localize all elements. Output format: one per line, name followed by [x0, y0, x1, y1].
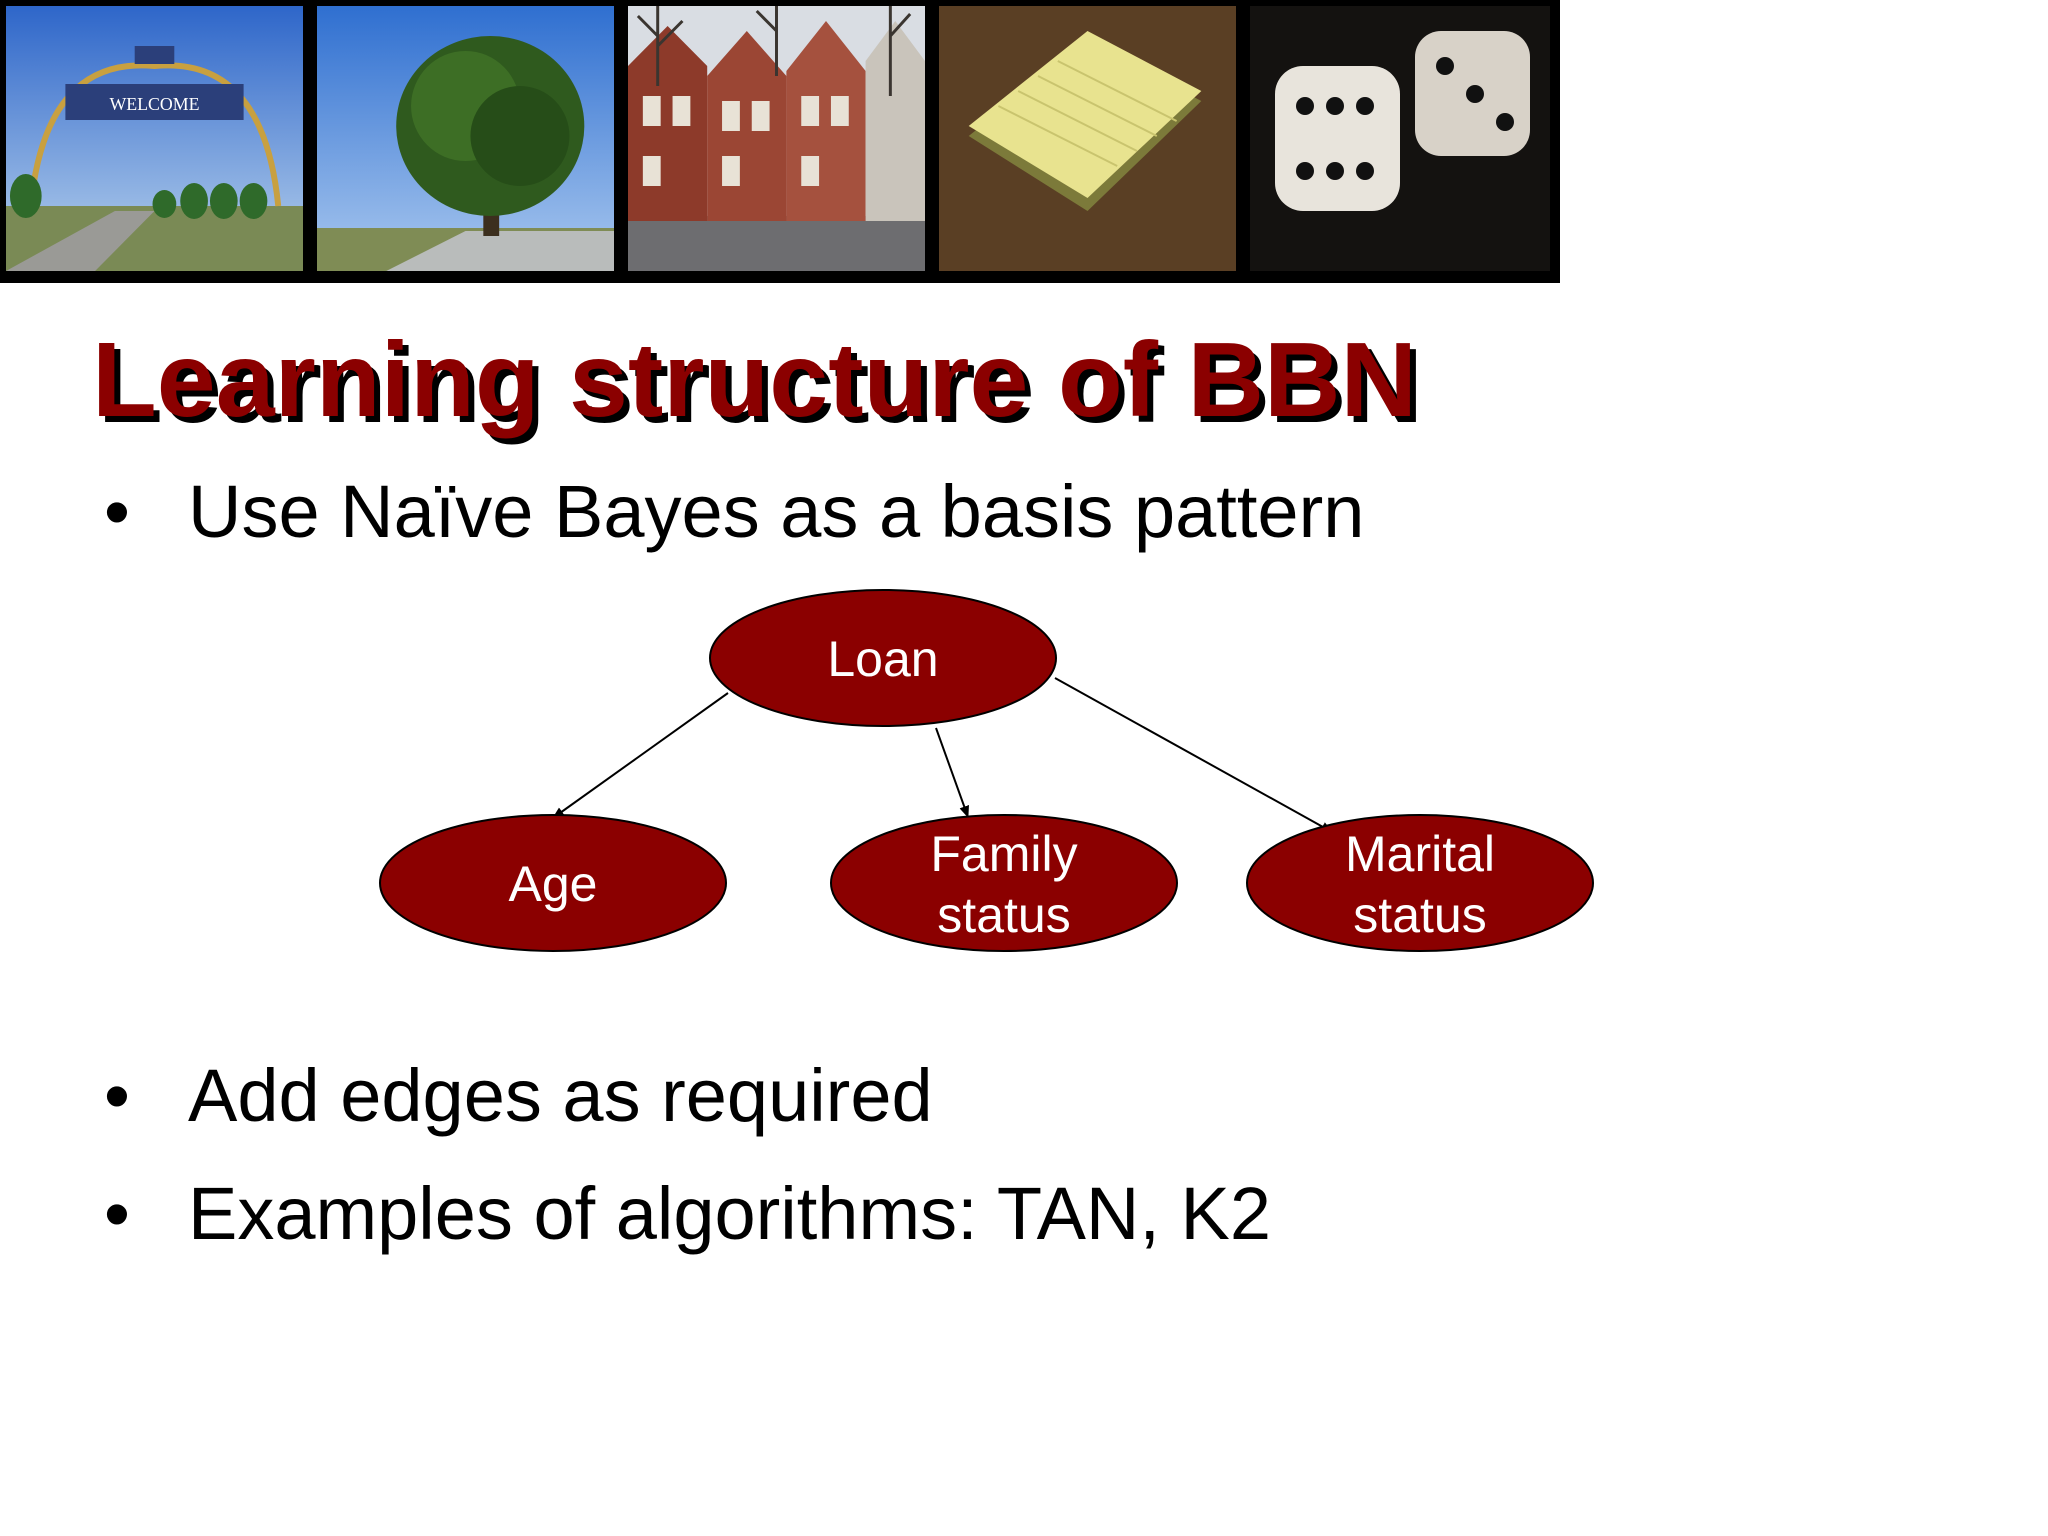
node-age: Age: [379, 814, 727, 952]
node-marital-status-line1: Marital: [1345, 826, 1495, 882]
bullet-add-edges: • Add edges as required: [104, 1054, 933, 1138]
bullet-text: Examples of algorithms: TAN, K2: [188, 1172, 1272, 1255]
bullet-symbol: •: [104, 470, 130, 553]
node-age-label: Age: [509, 856, 598, 912]
welcome-arch-photo: WELCOME: [6, 6, 303, 271]
node-marital-status-line2: status: [1353, 887, 1486, 943]
bullet-examples: • Examples of algorithms: TAN, K2: [104, 1172, 1271, 1256]
node-family-status-line2: status: [937, 887, 1070, 943]
tree-photo: [317, 6, 614, 271]
bullet-symbol: •: [104, 1172, 130, 1255]
photo-banner: WELCOME: [0, 0, 1560, 283]
edge-loan-family-status: [935, 727, 969, 818]
node-marital-status: Marital status: [1246, 814, 1594, 952]
sticky-note-photo: [939, 6, 1236, 271]
svg-text:WELCOME: WELCOME: [109, 94, 199, 114]
bullet-symbol: •: [104, 1054, 130, 1137]
bullet-text: Add edges as required: [188, 1054, 933, 1137]
edge-loan-age: [552, 692, 729, 819]
dice-photo: [1250, 6, 1550, 271]
bullet-text: Use Naïve Bayes as a basis pattern: [188, 470, 1365, 553]
slide-title: Learning structure of BBN: [92, 321, 1418, 439]
row-houses-photo: [628, 6, 925, 271]
node-loan-label: Loan: [827, 631, 938, 687]
node-family-status-line1: Family: [930, 826, 1077, 882]
node-family-status: Family status: [830, 814, 1178, 952]
node-loan: Loan: [709, 589, 1057, 727]
bullet-basis-pattern: • Use Naïve Bayes as a basis pattern: [104, 470, 1364, 554]
edge-loan-marital-status: [1054, 677, 1333, 833]
